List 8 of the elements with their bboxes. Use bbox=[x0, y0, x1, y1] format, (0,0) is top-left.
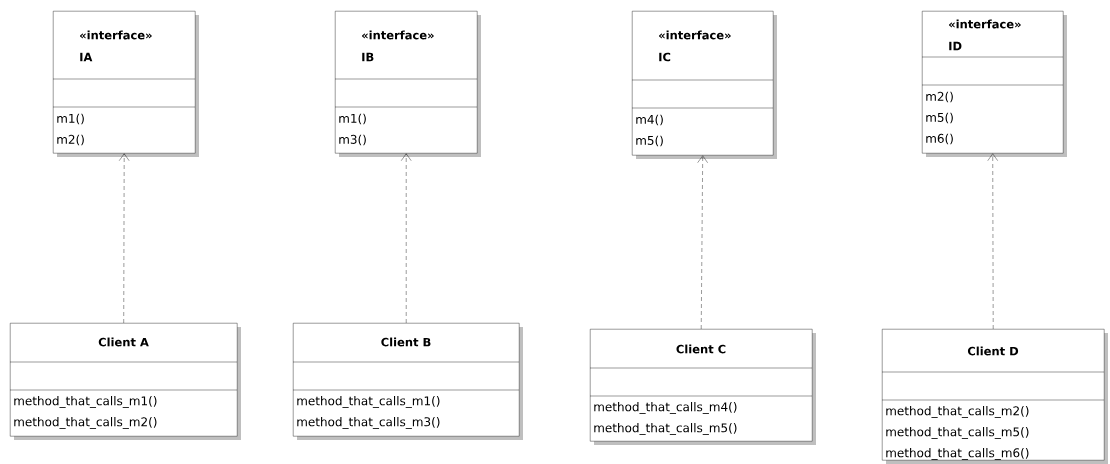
class-name: IA bbox=[80, 52, 93, 62]
dependency-arrow bbox=[987, 153, 998, 330]
method-label: m2() bbox=[57, 134, 84, 146]
method-label: m1() bbox=[57, 113, 84, 125]
dependency-arrow bbox=[119, 153, 130, 324]
dependency-arrow bbox=[697, 155, 708, 330]
dependency-arrow bbox=[401, 153, 412, 324]
stereotype-label: «interface» bbox=[80, 30, 152, 40]
